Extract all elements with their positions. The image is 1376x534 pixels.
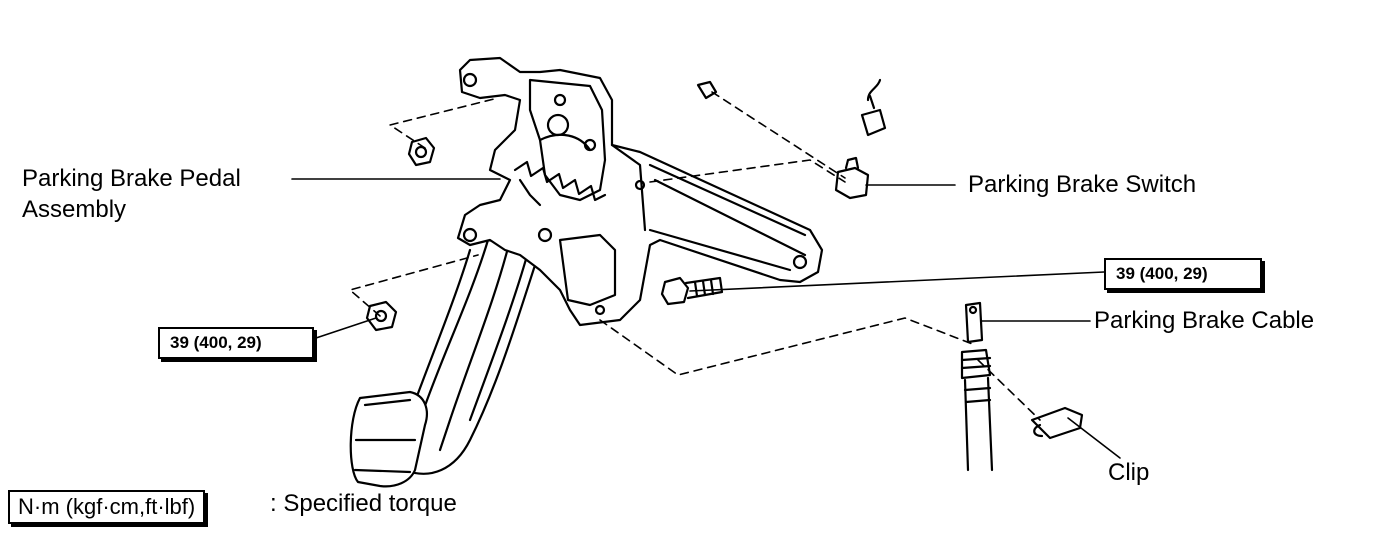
upper-nut [407,136,436,167]
brake-switch [834,156,870,200]
brake-cable-label: Parking Brake Cable [1094,307,1315,334]
pedal-pad [349,390,428,488]
torque-unit-legend-box: N·m (kgf·cm,ft·lbf) [8,490,206,524]
pedal-assembly-label-line1: Parking Brake Pedal [22,165,241,192]
pedal-assembly-label-line2: Assembly [22,196,127,223]
switch-connector [860,78,887,137]
mounting-bolt [660,276,724,306]
assembly-lines [349,91,1041,421]
torque-unit-legend-text: : Specified torque [270,490,457,517]
cable-clip [1030,406,1084,440]
brake-switch-label: Parking Brake Switch [968,171,1197,198]
pedal-arm [403,238,542,475]
lower-nut [365,300,398,332]
torque-spec-bolt: 39 (400, 29) [1104,258,1262,290]
leader-lines [291,178,1121,459]
clip-label: Clip [1108,459,1150,486]
switch-screw [696,80,718,100]
pedal-bracket [456,56,824,327]
brake-cable [960,301,994,472]
torque-spec-left-nut: 39 (400, 29) [158,327,314,359]
